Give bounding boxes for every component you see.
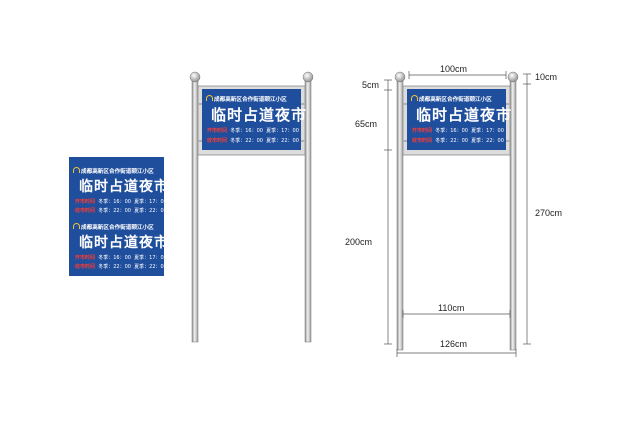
sign-title: 临时占道夜市	[211, 106, 308, 124]
org-name: 成都高新区合作街道颐江小区	[419, 97, 492, 103]
org-name: 成都高新区合作街道颐江小区	[214, 97, 287, 103]
org-name: 成都高新区合作街道颐江小区	[81, 169, 154, 175]
sign-panel-double: 成都高新区合作街道颐江小区 临时占道夜市 开市时间 冬季：16：00 夏季：17…	[69, 157, 168, 276]
open-row: 开市时间 冬季：16：00 夏季：17：00	[207, 128, 299, 134]
dim-sign-width: 100cm	[440, 64, 468, 74]
right-left-pole	[394, 71, 406, 351]
sign-panel-right: 成都高新区合作街道颐江小区 临时占道夜市 开市时间 冬季：16：00 夏季：17…	[407, 89, 511, 150]
middle-right-pole	[302, 71, 314, 343]
logo-icon	[73, 167, 80, 173]
logo-icon	[206, 95, 213, 101]
dim-leg-height: 200cm	[345, 237, 373, 247]
close-row: 收市时间 冬季：22：00 夏季：22：00	[75, 208, 167, 214]
dim-sign-height: 65cm	[355, 119, 378, 129]
dim-outer-width: 126cm	[440, 339, 468, 349]
logo-icon	[411, 95, 418, 101]
dim-top-gap: 5cm	[362, 80, 380, 90]
org-name: 成都高新区合作街道颐江小区	[81, 225, 154, 231]
close-row: 收市时间 冬季：22：00 夏季：22：00	[412, 138, 504, 144]
logo-icon	[73, 223, 80, 229]
dim-pole-top: 10cm	[535, 72, 558, 82]
sign-title: 临时占道夜市	[79, 179, 169, 195]
close-row: 收市时间 冬季：22：00 夏季：22：00	[75, 264, 167, 270]
dim-pole-height: 270cm	[535, 208, 563, 218]
close-row: 收市时间 冬季：22：00 夏季：22：00	[207, 138, 299, 144]
dim-inner-width: 110cm	[438, 303, 465, 313]
dimension-lines	[384, 71, 531, 357]
open-row: 开市时间 冬季：16：00 夏季：17：00	[75, 255, 167, 261]
middle-left-pole	[189, 71, 201, 343]
right-right-pole	[507, 71, 519, 351]
open-row: 开市时间 冬季：16：00 夏季：17：00	[75, 199, 167, 205]
open-row: 开市时间 冬季：16：00 夏季：17：00	[412, 128, 504, 134]
sign-title: 临时占道夜市	[416, 106, 513, 124]
sign-panel-middle: 成都高新区合作街道颐江小区 临时占道夜市 开市时间 冬季：16：00 夏季：17…	[202, 89, 306, 150]
sign-title: 临时占道夜市	[79, 235, 169, 251]
